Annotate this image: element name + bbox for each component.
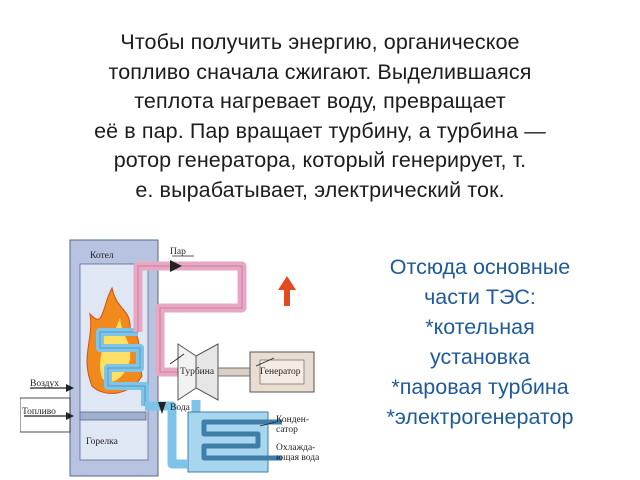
description-line: топливо сначала сжигают. Выделившаяся [108, 59, 532, 84]
label-steam: Пар [170, 247, 186, 257]
tes-parts-text: Отсюда основные части ТЭС: *котельная ус… [340, 252, 620, 432]
description-line: её в пар. Пар вращает турбину, а турбина… [94, 118, 546, 143]
label-air: Воздух [30, 379, 59, 389]
flow-arrow-icon [170, 260, 182, 272]
label-burner: Горелка [86, 437, 119, 447]
label-cooling-water: ющая вода [276, 453, 320, 463]
tes-diagram: Котел Пар Турбина Генератор Вода Воздух … [20, 239, 320, 477]
label-water: Вода [170, 403, 191, 413]
description-line: Чтобы получить энергию, органическое [120, 30, 520, 54]
tes-parts-line: *котельная [425, 315, 535, 339]
tes-parts-line: части ТЭС: [424, 285, 536, 309]
tes-parts-line: установка [430, 345, 530, 369]
cooling-water-coil [201, 419, 282, 461]
label-condenser: Конден- [276, 415, 309, 425]
shaft [217, 367, 251, 377]
tes-parts-line: *паровая турбина [391, 375, 569, 399]
tes-parts-line: *электрогенератор [386, 405, 574, 429]
water-return-pipe [145, 401, 188, 469]
label-generator: Генератор [260, 367, 301, 377]
arrow-up-icon [278, 276, 296, 306]
label-cooling-water: Охлажда- [276, 443, 315, 453]
description-line: е. вырабатывает, электрический ток. [135, 177, 505, 202]
description-text: Чтобы получить энергию, органическое топ… [14, 28, 626, 205]
arrow-right-icon [66, 384, 74, 392]
label-condenser: сатор [276, 425, 298, 435]
label-boiler: Котел [90, 251, 114, 261]
description-line: ротор генератора, который генерирует, т. [113, 148, 527, 172]
burner [79, 411, 147, 421]
flow-arrow-icon [158, 402, 166, 414]
description-line: теплота нагревает воду, превращает [134, 89, 506, 113]
label-fuel: Топливо [22, 407, 56, 417]
label-turbine: Турбина [180, 366, 215, 377]
tes-parts-line: Отсюда основные [389, 255, 571, 279]
